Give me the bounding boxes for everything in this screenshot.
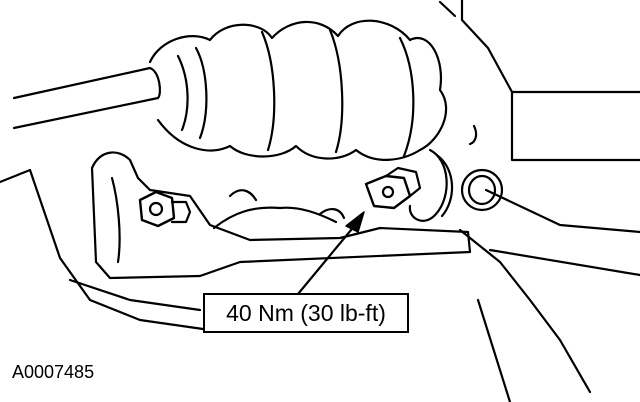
figure-id-label: A0007485 [12,362,95,382]
torque-callout-label: 40 Nm (30 lb-ft) [203,293,409,333]
retaining-clip [408,124,504,222]
bracket-bolt [138,190,192,228]
cv-boot [148,19,448,161]
mount-bracket [90,151,472,280]
lower-panel-contour [0,168,212,332]
torque-bolt [364,166,422,210]
lower-panel-contour-2 [68,278,202,312]
axle-shaft [12,66,161,130]
callout-arrow [296,211,365,296]
housing [438,0,640,402]
